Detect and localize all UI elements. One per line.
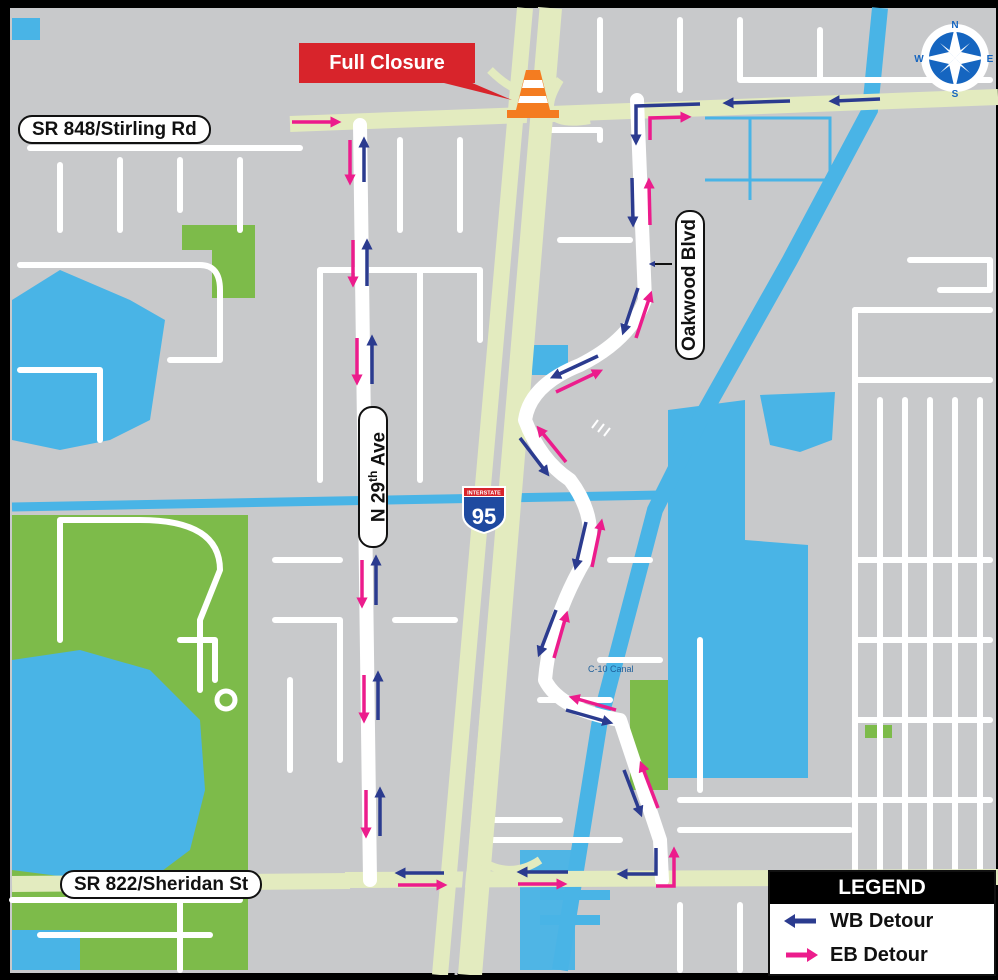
legend-label-eb: EB Detour: [830, 943, 928, 966]
closure-pointer: [440, 82, 512, 100]
compass-n: N: [951, 20, 958, 31]
interstate-shield-icon: INTERSTATE 95: [462, 486, 506, 534]
wb-arrow-icon: [784, 914, 816, 928]
n29-suffix: Ave: [368, 431, 390, 471]
canal-label: C-10 Canal: [588, 664, 634, 674]
detour-arrows: [292, 95, 881, 891]
local-streets: [9, 17, 993, 973]
full-closure-callout: Full Closure: [299, 43, 475, 83]
legend: LEGEND WB Detour EB Detour: [768, 870, 996, 976]
legend-label-wb: WB Detour: [830, 909, 934, 932]
road-label-oakwood: Oakwood Blvd: [675, 210, 705, 360]
legend-item-eb: EB Detour: [770, 938, 994, 972]
crosswalk-marks: [591, 419, 611, 437]
n29-main: N 29: [368, 481, 390, 523]
compass-icon: N S E W: [914, 20, 993, 100]
road-label-stirling: SR 848/Stirling Rd: [18, 115, 211, 144]
compass-w: W: [914, 54, 924, 65]
compass-s: S: [952, 89, 959, 100]
n29-sup: th: [366, 470, 380, 482]
interstate-number: 95: [472, 504, 496, 529]
road-label-n29th-ave: N 29th Ave: [358, 406, 390, 548]
legend-item-wb: WB Detour: [770, 904, 994, 938]
eb-arrow-icon: [786, 948, 818, 962]
cul-de-sac: [214, 688, 238, 712]
traffic-cone-icon: [507, 70, 559, 118]
road-label-sheridan: SR 822/Sheridan St: [60, 870, 263, 899]
legend-title: LEGEND: [770, 872, 994, 904]
interstate-banner: INTERSTATE: [467, 491, 501, 497]
compass-e: E: [987, 54, 994, 65]
